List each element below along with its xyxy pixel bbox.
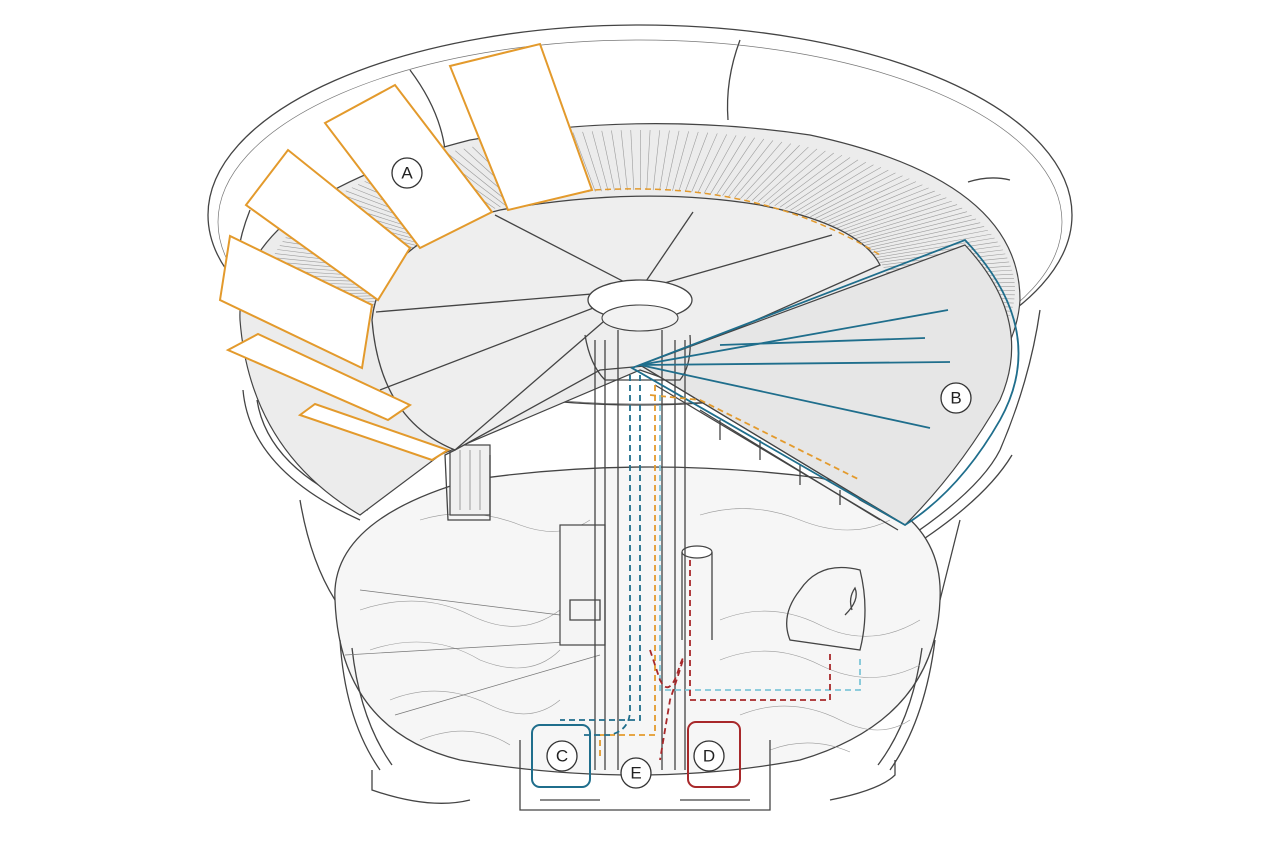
grating-slat <box>800 167 882 214</box>
box-c <box>531 724 591 788</box>
grating-slat <box>646 130 651 191</box>
panel-6 <box>297 402 451 462</box>
orange-line-2 <box>649 394 861 481</box>
grating-slat <box>876 237 995 258</box>
grating-slat <box>840 194 941 231</box>
grating-slat <box>869 226 985 251</box>
grating-slat <box>810 172 896 218</box>
grating-slat <box>630 130 635 191</box>
svg-text:D: D <box>703 747 715 766</box>
grating-slat <box>779 157 851 208</box>
grating-slat <box>814 175 903 219</box>
label-b: B <box>940 382 972 414</box>
panel-5 <box>225 332 413 422</box>
grating-slat <box>665 130 680 191</box>
grating-slat <box>582 131 603 192</box>
grating-slat <box>703 135 737 194</box>
grating-slat <box>819 178 910 221</box>
grating-slat <box>734 141 783 198</box>
grating-slat <box>678 131 699 192</box>
grating-slat <box>790 162 866 211</box>
grating-slat <box>746 145 800 200</box>
grating-slat <box>871 229 988 253</box>
lower-floor <box>334 466 941 804</box>
red-line-1 <box>689 560 831 701</box>
grating-slat <box>601 130 615 191</box>
grating-slat <box>591 131 609 191</box>
grating-slat <box>446 152 512 205</box>
grating-slat <box>611 130 622 191</box>
grating-slat <box>652 130 661 191</box>
grating-slat <box>659 130 670 191</box>
grating-slat <box>620 130 628 191</box>
grating-slat <box>757 148 818 203</box>
grating-slat <box>836 190 935 229</box>
service-lines <box>560 375 861 761</box>
grating-slat <box>763 150 826 204</box>
grating-slat <box>828 184 923 225</box>
panel-1 <box>448 42 594 212</box>
segment-b-outline <box>629 238 1020 527</box>
blue-line-2 <box>560 375 641 721</box>
grating-slat <box>716 137 755 195</box>
grating-slat <box>697 134 727 193</box>
blue-line-1 <box>580 375 631 736</box>
orange-line <box>599 385 656 760</box>
panel-4 <box>218 234 374 370</box>
grating-slat <box>805 169 889 216</box>
grating-slat <box>832 187 929 227</box>
grating-slat <box>857 211 968 242</box>
label-c: C <box>546 740 578 772</box>
grating-slat <box>672 131 689 191</box>
label-e: E <box>620 757 652 789</box>
grating-slat <box>866 222 981 249</box>
grating-slat <box>785 159 859 209</box>
svg-text:C: C <box>556 747 568 766</box>
panel-3 <box>244 148 412 302</box>
grating-slat <box>572 132 596 192</box>
central-column <box>519 279 771 811</box>
svg-text:A: A <box>401 164 413 183</box>
light-blue-line <box>659 395 861 691</box>
grating-slat <box>710 136 746 195</box>
grating-slat <box>691 133 718 193</box>
grating-slat <box>863 218 977 246</box>
grating-slat <box>847 200 952 235</box>
grating-slat <box>684 132 709 192</box>
grating-slat <box>774 154 843 206</box>
grating-slat <box>874 233 992 256</box>
grating-slat <box>795 164 874 213</box>
grating-slat <box>823 181 917 223</box>
grating-slat <box>722 138 765 196</box>
grating-slat <box>752 146 809 201</box>
svg-text:E: E <box>630 764 641 783</box>
svg-text:B: B <box>950 389 961 408</box>
grating-slat <box>728 140 774 197</box>
upper-deck-wall <box>242 389 1013 601</box>
grating-slat <box>851 204 958 237</box>
grating-slat <box>740 143 792 199</box>
grating-slat <box>854 207 963 240</box>
grating-slat <box>768 152 834 205</box>
label-d: D <box>693 740 725 772</box>
box-d <box>687 721 741 788</box>
label-a: A <box>391 157 423 189</box>
panel-edge-dashed <box>594 188 881 256</box>
grating-slat <box>860 214 972 244</box>
grating-slat <box>844 197 947 233</box>
